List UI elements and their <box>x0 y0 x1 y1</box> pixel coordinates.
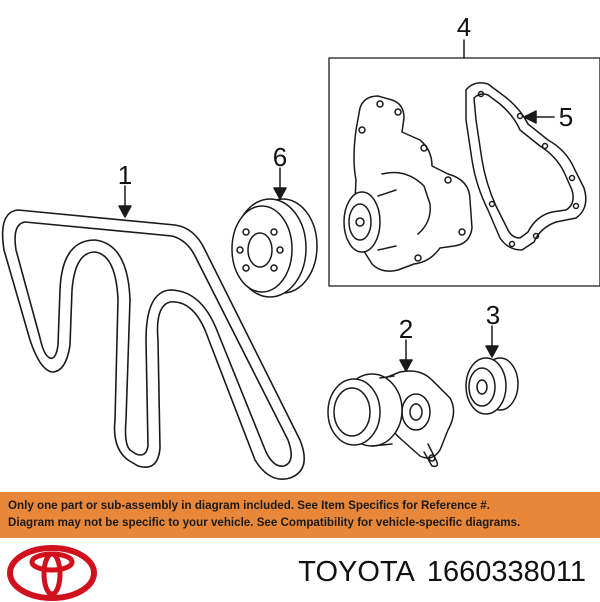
toyota-logo-icon <box>7 545 97 601</box>
part-number: 1660338011 <box>426 556 586 588</box>
brand-footer: TOYOTA 1660338011 <box>0 538 600 601</box>
water-pump-gasket <box>465 82 587 251</box>
callout-4: 4 <box>457 12 471 42</box>
callout-5: 5 <box>559 102 573 132</box>
water-pump-frame <box>328 57 600 287</box>
drive-belt <box>1 209 306 480</box>
callout-6: 6 <box>273 142 287 172</box>
water-pump <box>343 95 473 272</box>
disclaimer-banner: Only one part or sub-assembly in diagram… <box>0 492 600 538</box>
idler-pulley <box>231 198 318 298</box>
callout-3: 3 <box>486 300 500 330</box>
parts-diagram: 1 2 3 4 5 6 <box>1 12 600 480</box>
callout-leaders <box>118 39 555 372</box>
belt-tensioner <box>327 370 455 468</box>
brand-name: TOYOTA <box>298 556 415 588</box>
disclaimer-line-2: Diagram may not be specific to your vehi… <box>8 516 521 529</box>
idler-pulley-small <box>465 357 519 415</box>
brand-part-number: TOYOTA 1660338011 <box>298 556 586 589</box>
callout-2: 2 <box>399 314 413 344</box>
callout-1: 1 <box>118 160 132 190</box>
disclaimer-line-1: Only one part or sub-assembly in diagram… <box>8 499 490 512</box>
